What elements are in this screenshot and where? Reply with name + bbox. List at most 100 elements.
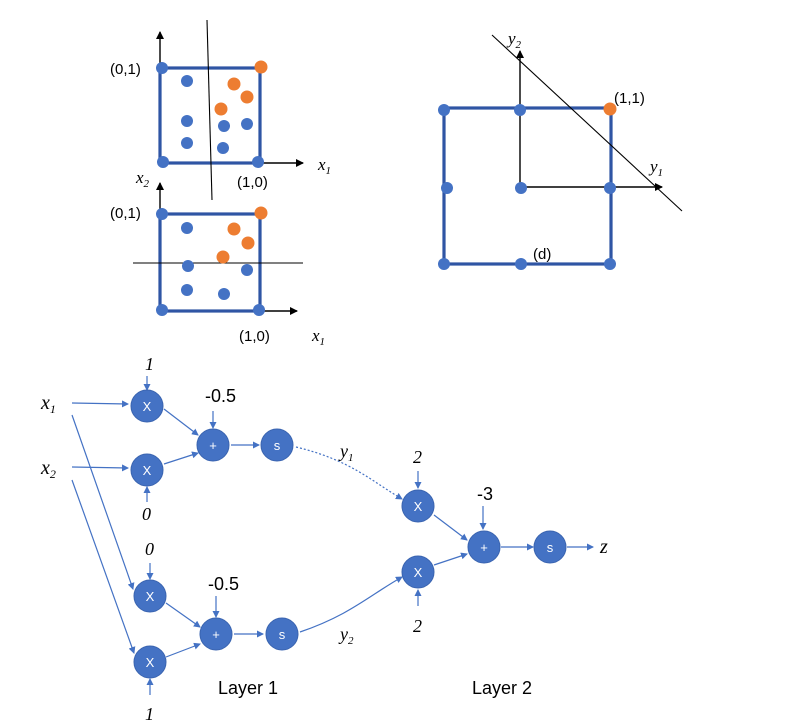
svg-text:X: X (414, 499, 423, 514)
plot-c-y-axis-label: y2 (506, 29, 522, 51)
data-point (156, 208, 168, 220)
plot-a-label-10: (1,0) (237, 174, 268, 191)
input-x2: x2 (40, 457, 56, 481)
plot-a-y-axis-label: x2 (135, 168, 150, 190)
weight-label: 1 (145, 704, 154, 724)
data-point (438, 258, 450, 270)
edge (433, 514, 468, 541)
data-point (253, 304, 265, 316)
weight-label: 1 (145, 354, 154, 374)
plot-a-label-01: (0,1) (110, 61, 141, 78)
data-point (241, 236, 255, 250)
hidden-y1-label: y1 (338, 441, 354, 464)
data-point (254, 206, 268, 220)
data-point (241, 118, 253, 130)
data-point (604, 258, 616, 270)
data-point (240, 90, 254, 104)
plot-b-x-axis-label: x1 (311, 326, 325, 348)
data-point (515, 182, 527, 194)
data-point (181, 137, 193, 149)
data-point (181, 284, 193, 296)
edge (163, 451, 199, 465)
svg-text:X: X (143, 463, 152, 478)
svg-text:X: X (146, 589, 155, 604)
data-point (603, 102, 617, 116)
plot-c-decision-line (491, 34, 683, 212)
svg-text:X: X (414, 565, 423, 580)
plot-a-square (158, 66, 262, 165)
multiply-node: X (133, 579, 167, 613)
data-point (216, 250, 230, 264)
bias-label-bottom: -0.5 (208, 574, 239, 594)
svg-text:s: s (274, 438, 281, 453)
data-point (218, 288, 230, 300)
data-point (156, 304, 168, 316)
plot-b: (0,1) (1,0) x1 (110, 182, 325, 348)
plot-b-label-10: (1,0) (239, 328, 270, 345)
data-point (214, 102, 228, 116)
add-node: + (196, 428, 230, 462)
data-point (604, 182, 616, 194)
svg-text:X: X (146, 655, 155, 670)
add-node: + (199, 617, 233, 651)
sigmoid-node: s (260, 428, 294, 462)
data-point (218, 120, 230, 132)
multiply-node: X (401, 489, 435, 523)
svg-text:+: + (480, 540, 488, 555)
edge-y1 (295, 446, 403, 500)
data-point (156, 62, 168, 74)
edge (71, 414, 135, 590)
plot-a: (0,1) (1,0) x1 x2 (110, 19, 331, 201)
data-point (181, 115, 193, 127)
bias-label-out: -3 (477, 484, 493, 504)
svg-text:s: s (279, 627, 286, 642)
plot-c-x-axis-label: y1 (648, 157, 663, 179)
plot-c-panel-label: (d) (533, 246, 551, 263)
input-x1: x1 (40, 392, 56, 416)
data-point (217, 142, 229, 154)
layer-2-label: Layer 2 (472, 678, 532, 698)
weight-label: 2 (413, 616, 422, 636)
data-point (157, 156, 169, 168)
plot-c: y2 y1 (1,1) (d) (438, 29, 683, 270)
edge-y2 (299, 576, 403, 633)
weight-label: 2 (413, 447, 422, 467)
data-point (514, 104, 526, 116)
edge (71, 464, 129, 472)
edge (71, 479, 136, 654)
network: x1 x2 X X (40, 354, 608, 724)
bias-label-top: -0.5 (205, 386, 236, 406)
svg-text:X: X (143, 399, 152, 414)
data-point (252, 156, 264, 168)
output-z-label: z (599, 536, 608, 558)
multiply-node: X (133, 645, 167, 679)
sigmoid-node: s (533, 530, 567, 564)
multiply-node: X (130, 453, 164, 487)
multiply-node: X (401, 555, 435, 589)
layer-1-label: Layer 1 (218, 678, 278, 698)
hidden-y2-label: y2 (338, 624, 354, 647)
sigmoid-node: s (265, 617, 299, 651)
data-point (182, 260, 194, 272)
data-point (181, 222, 193, 234)
data-point (227, 222, 241, 236)
svg-text:s: s (547, 540, 554, 555)
data-point (515, 258, 527, 270)
data-point (254, 60, 268, 74)
edge (71, 400, 129, 408)
add-node: + (467, 530, 501, 564)
edge (165, 642, 201, 658)
data-point (441, 182, 453, 194)
plot-a-x-axis-label: x1 (317, 155, 331, 177)
weight-label: 0 (142, 504, 151, 524)
svg-text:+: + (212, 627, 220, 642)
plot-b-label-01: (0,1) (110, 205, 141, 222)
plot-c-label-11: (1,1) (614, 90, 645, 107)
weight-label: 0 (145, 539, 154, 559)
multiply-node: X (130, 389, 164, 423)
svg-text:+: + (209, 438, 217, 453)
edge (433, 552, 468, 566)
edge (163, 408, 199, 436)
data-point (438, 104, 450, 116)
